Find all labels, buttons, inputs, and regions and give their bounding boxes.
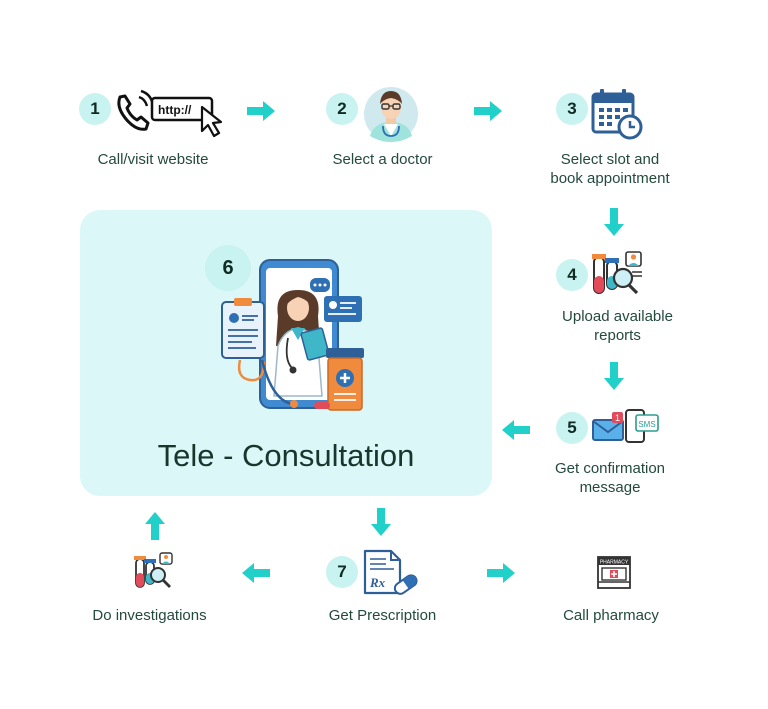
notification-count: 1 [615, 413, 620, 423]
pharmacy-store-icon: PHARMACY [597, 556, 631, 589]
arrow-down-1 [604, 208, 624, 236]
lab-reports-icon [592, 251, 642, 295]
investigations-icon [134, 552, 173, 588]
arrow-left-1 [502, 420, 530, 440]
arrow-left-2 [242, 563, 270, 583]
arrow-right-2 [474, 101, 502, 121]
arrow-right-3 [487, 563, 515, 583]
step-2-badge: 2 [326, 93, 358, 125]
step-7-badge: 7 [326, 556, 358, 588]
step-4-badge: 4 [556, 259, 588, 291]
step-6-badge: 6 [205, 245, 251, 291]
step-5-label: Get confirmation message [554, 460, 666, 496]
phone-web-icon: http:// [117, 89, 223, 138]
arrow-down-2 [604, 362, 624, 390]
tele-consultation-title: Tele - Consultation [157, 438, 415, 473]
step-1-badge: 1 [79, 93, 111, 125]
arrow-right-1 [247, 101, 275, 121]
arrow-up-1 [145, 512, 165, 540]
step-3-badge: 3 [556, 93, 588, 125]
pharmacy-label: Call pharmacy [563, 607, 659, 624]
email-sms-icon: 1 SMS [592, 409, 659, 443]
rx-text: Rx [369, 575, 386, 590]
calendar-clock-icon [591, 89, 643, 140]
step-1-label: Call/visit website [97, 151, 209, 168]
step-5-badge: 5 [556, 412, 588, 444]
pharmacy-sign-text: PHARMACY [600, 560, 629, 566]
step-3-label: Select slot and book appointment [550, 151, 670, 187]
sms-text: SMS [638, 420, 655, 429]
investigations-label: Do investigations [92, 607, 207, 624]
arrow-down-3 [371, 508, 391, 536]
step-2-label: Select a doctor [332, 151, 433, 168]
step-7-label: Get Prescription [328, 607, 437, 624]
telemedicine-doctor-icon [221, 259, 364, 411]
http-text: http:// [158, 103, 192, 117]
step-4-label: Upload available reports [562, 308, 673, 344]
doctor-avatar-icon [364, 87, 418, 142]
prescription-icon: Rx [363, 549, 418, 595]
